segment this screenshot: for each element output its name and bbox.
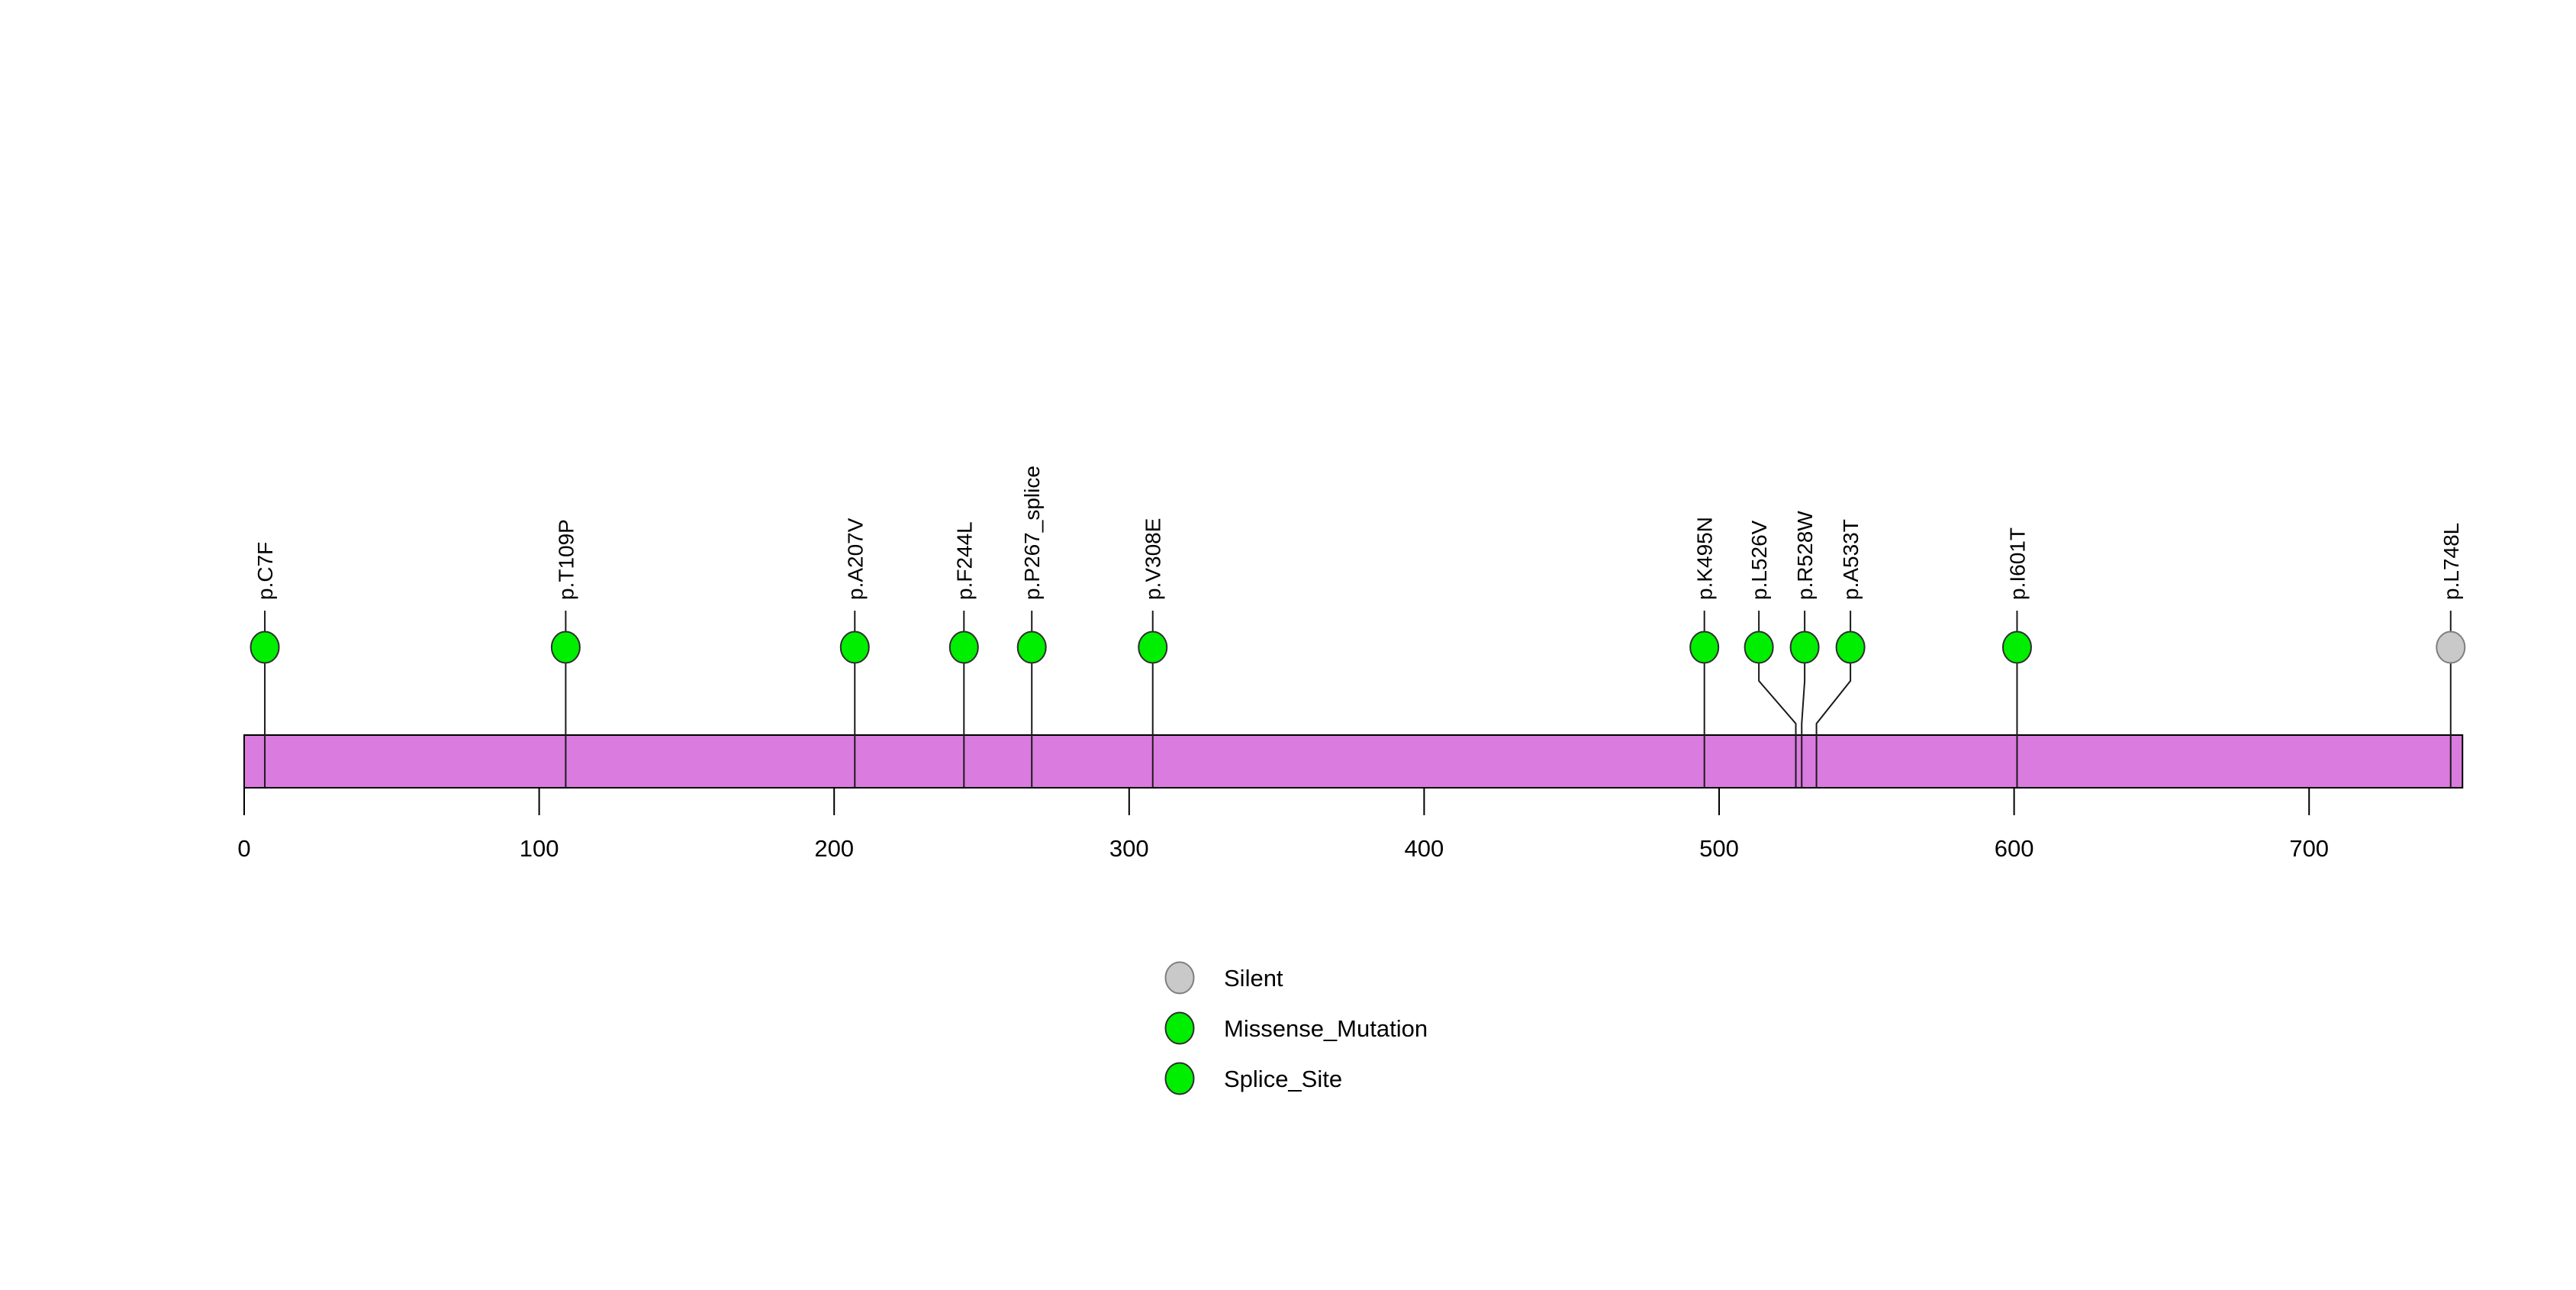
legend-item-splice: Splice_Site [1164,1062,1342,1095]
mutation-point-p.I601T [2001,630,2032,664]
mutation-point-p.K495N [1689,630,1720,664]
mutation-point-p.L748L [2436,630,2466,664]
legend-marker-splice-icon [1164,1062,1195,1095]
mutation-point-p.F244L [948,630,979,664]
axis-tick-label: 400 [1405,835,1444,862]
legend-item-missense: Missense_Mutation [1164,1011,1428,1045]
legend-marker-missense-icon [1164,1011,1195,1045]
mutation-label-p.I601T: p.I601T [2005,527,2029,600]
protein-bar [243,734,2464,789]
mutation-label-p.K495N: p.K495N [1693,517,1717,600]
mutation-point-p.R528W [1789,630,1820,664]
circle-layer [250,630,2466,664]
mutation-label-p.V308E: p.V308E [1141,518,1165,600]
label-layer: p.C7F p.T109P p.A207V p.F244L p.P267_splice p… [253,466,2463,600]
axis-layer: 0 100 200 300 400 500 600 700 [237,788,2329,862]
legend-marker-silent-icon [1164,961,1195,995]
axis-tick-label: 300 [1109,835,1149,862]
mutation-label-p.R528W: p.R528W [1793,511,1817,600]
mutation-label-p.C7F: p.C7F [253,542,277,600]
axis-tick-label: 100 [520,835,559,862]
axis-tick-label: 500 [1699,835,1739,862]
mutation-point-p.A533T [1835,630,1866,664]
mutation-label-p.L748L: p.L748L [2439,523,2463,600]
axis-tick-label: 600 [1995,835,2034,862]
mutation-label-p.F244L: p.F244L [952,521,976,600]
legend-label-missense: Missense_Mutation [1224,1015,1428,1042]
mutation-point-p.V308E [1138,630,1168,664]
legend-label-splice: Splice_Site [1224,1066,1342,1092]
legend-label-silent: Silent [1224,965,1283,992]
mutation-point-p.A207V [839,630,870,664]
mutation-point-p.T109P [550,630,581,664]
mutation-point-p.L526V [1744,630,1774,664]
mutation-point-p.C7F [250,630,280,664]
axis-tick-label: 200 [814,835,854,862]
axis-tick-label: 0 [237,835,250,862]
mutation-label-p.T109P: p.T109P [554,519,578,600]
mutation-label-p.P267_splice: p.P267_splice [1020,466,1044,600]
mutation-label-p.A533T: p.A533T [1839,519,1863,600]
legend: Silent Missense_Mutation Splice_Site [1164,961,1428,1095]
axis-tick-label: 700 [2289,835,2329,862]
mutation-label-p.L526V: p.L526V [1747,520,1771,600]
mutation-point-p.P267_splice [1016,630,1047,664]
legend-item-silent: Silent [1164,961,1283,995]
mutation-label-p.A207V: p.A207V [843,518,867,600]
